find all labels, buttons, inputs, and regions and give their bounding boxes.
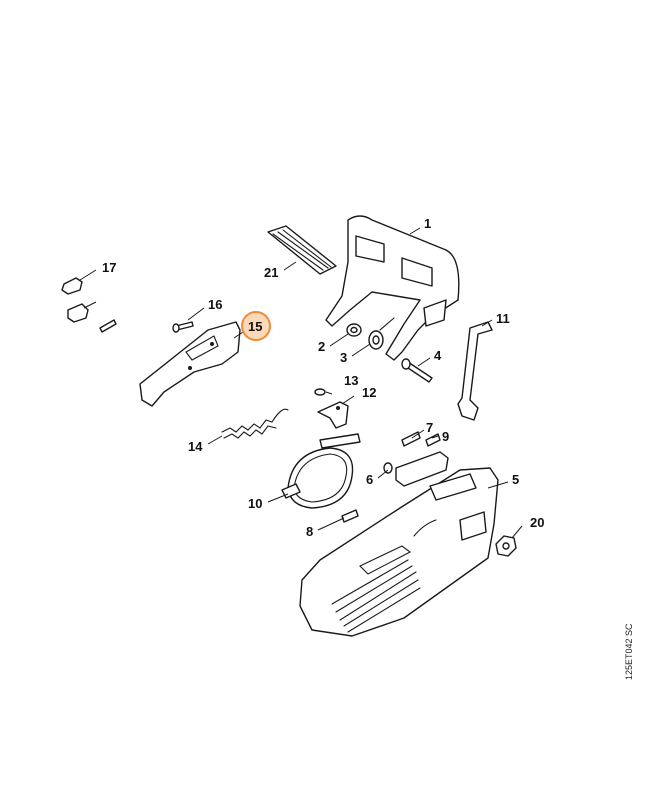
callout-12[interactable]: 12 — [362, 385, 376, 400]
callout-13[interactable]: 13 — [344, 373, 358, 388]
part-14-spring[interactable] — [221, 408, 289, 439]
part-13-pin[interactable] — [314, 388, 326, 396]
callout-15[interactable]: 15 — [248, 319, 262, 334]
callout-3[interactable]: 3 — [340, 350, 347, 365]
part-4-screw[interactable] — [401, 358, 433, 383]
part-11-lever[interactable] — [457, 321, 493, 421]
callout-17[interactable]: 17 — [102, 260, 116, 275]
callout-11[interactable]: 11 — [496, 311, 510, 326]
callout-labels: 1 2 3 4 5 6 7 8 9 10 11 13 12 14 15 16 1… — [102, 216, 544, 539]
leader-lines — [79, 227, 523, 539]
callout-8[interactable]: 8 — [306, 524, 313, 539]
part-15-bracket[interactable] — [139, 321, 241, 407]
part-20-nut[interactable] — [495, 535, 517, 557]
callout-1[interactable]: 1 — [424, 216, 431, 231]
callout-4[interactable]: 4 — [434, 348, 442, 363]
part-10-brake-band[interactable] — [281, 433, 361, 509]
part-3-spring[interactable] — [368, 317, 395, 350]
reference-code: 125ET042 SC — [624, 623, 634, 680]
part-6-link[interactable] — [383, 451, 449, 487]
callout-16[interactable]: 16 — [208, 297, 222, 312]
part-21-pad[interactable] — [267, 225, 337, 275]
callout-7[interactable]: 7 — [426, 420, 433, 435]
part-2-bushing[interactable] — [346, 323, 362, 337]
part-1-hand-guard[interactable] — [325, 215, 460, 361]
callout-10[interactable]: 10 — [248, 496, 262, 511]
callout-21[interactable]: 21 — [264, 265, 278, 280]
part-17-buffer[interactable] — [61, 277, 117, 333]
part-8-screw[interactable] — [341, 509, 359, 523]
callout-20[interactable]: 20 — [530, 515, 544, 530]
callout-2[interactable]: 2 — [318, 339, 325, 354]
part-12-link[interactable] — [317, 401, 349, 429]
callout-6[interactable]: 6 — [366, 472, 373, 487]
callout-9[interactable]: 9 — [442, 429, 449, 444]
callout-14[interactable]: 14 — [188, 439, 203, 454]
part-5-housing[interactable] — [299, 467, 499, 637]
part-16-screw[interactable] — [172, 321, 194, 333]
callout-5[interactable]: 5 — [512, 472, 519, 487]
highlight-ring-15 — [241, 311, 271, 341]
